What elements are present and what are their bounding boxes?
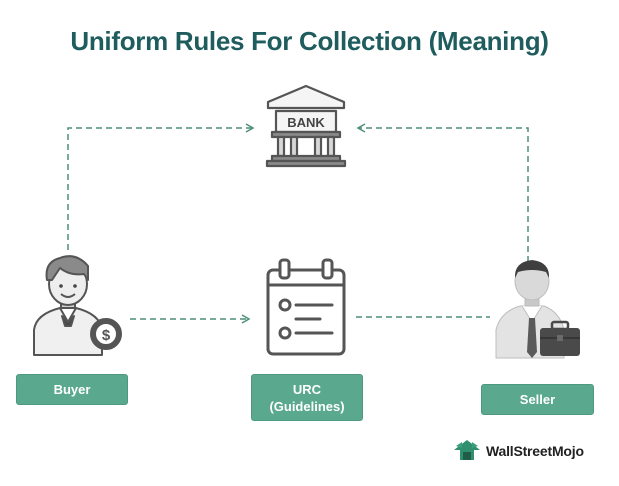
svg-text:BANK: BANK bbox=[287, 115, 325, 130]
arrow-seller-to-bank bbox=[356, 123, 529, 262]
urc-label-line1: URC bbox=[292, 381, 322, 397]
bank-icon: BANK bbox=[265, 84, 347, 168]
seller-label-text: Seller bbox=[519, 392, 556, 407]
buyer-icon: $ bbox=[33, 255, 122, 356]
svg-text:$: $ bbox=[102, 327, 111, 344]
brand-logo: WallStreetMojo bbox=[452, 438, 584, 464]
urc-label-line2: (Guidelines) bbox=[269, 398, 345, 414]
arrow-buyer-to-bank bbox=[67, 123, 255, 250]
urc-label: URC (Guidelines) bbox=[251, 374, 363, 421]
buyer-label-text: Buyer bbox=[53, 382, 91, 397]
page-title: Uniform Rules For Collection (Meaning) bbox=[70, 26, 549, 56]
brand-name: WallStreetMojo bbox=[486, 443, 584, 459]
buyer-label: Buyer bbox=[16, 374, 128, 405]
seller-label: Seller bbox=[481, 384, 594, 415]
wallstreetmojo-logo-icon bbox=[454, 440, 480, 460]
urc-guidelines-icon bbox=[266, 258, 346, 356]
seller-icon bbox=[495, 260, 580, 359]
